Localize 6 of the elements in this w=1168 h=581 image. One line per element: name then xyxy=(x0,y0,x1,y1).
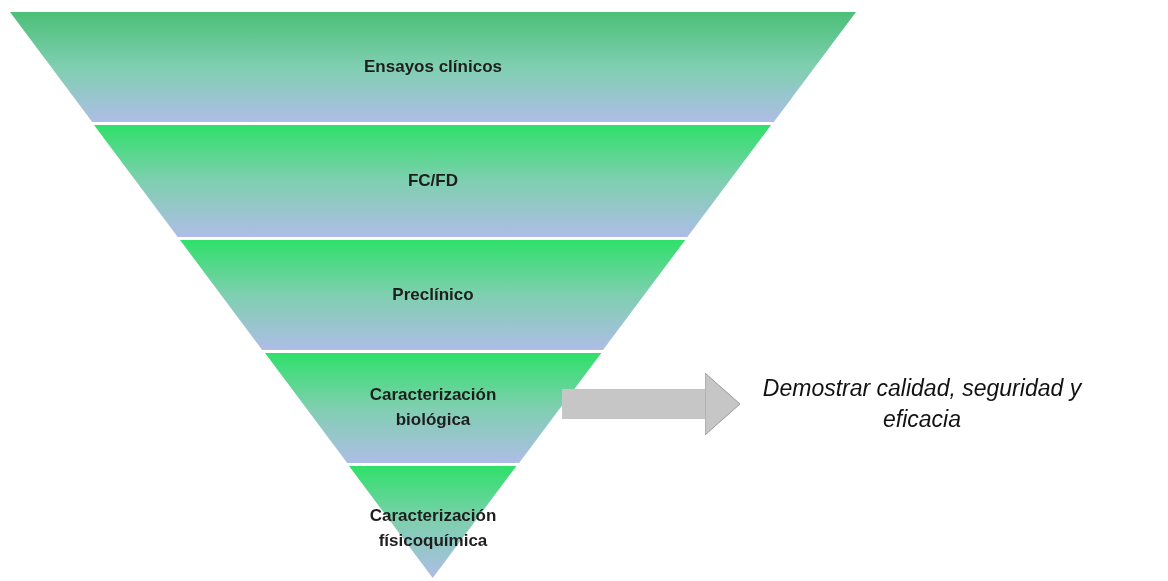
band-label: FC/FD xyxy=(407,169,458,192)
band-label: Preclínico xyxy=(392,283,474,306)
block-arrow xyxy=(562,372,741,436)
band-label: Ensayos clínicos xyxy=(364,55,502,78)
band-label: Caracterización biológica xyxy=(368,384,498,431)
goal-text: Demostrar calidad, seguridad y eficacia xyxy=(761,373,1083,434)
